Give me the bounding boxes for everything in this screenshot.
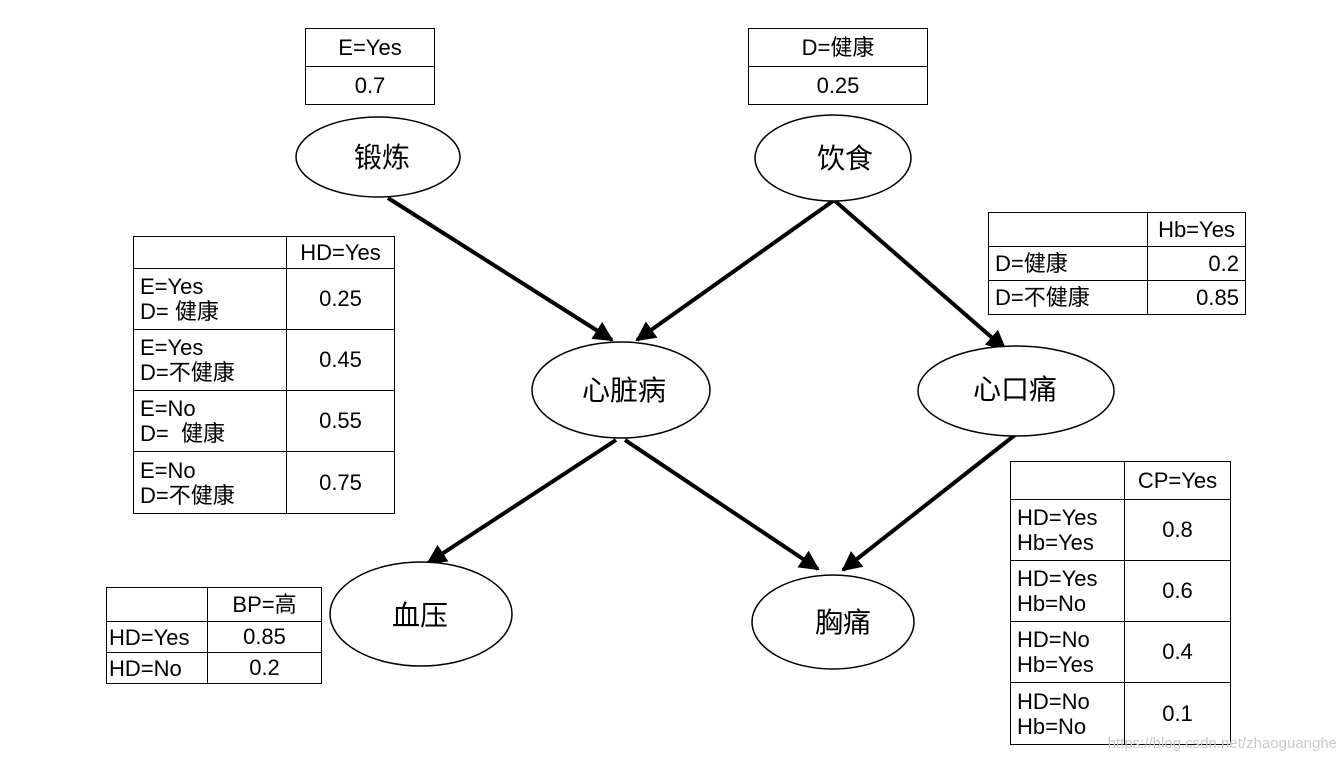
cpt-diet: D=健康 0.25 <box>748 28 928 105</box>
node-heart-disease: 心脏病 <box>531 341 711 439</box>
cpt-exercise: E=Yes 0.7 <box>305 28 435 105</box>
probability-value: 0.85 <box>1147 280 1246 315</box>
cpt-chest-pain-header: CP=Yes <box>1124 461 1231 500</box>
table-row: HD=Yes 0.85 <box>106 621 322 653</box>
condition-line: Hb=No <box>1017 713 1087 739</box>
cpt-chest-pain-corner <box>1010 461 1125 500</box>
condition-cell: HD=No <box>106 652 208 684</box>
cpt-diet-header: D=健康 <box>748 28 928 67</box>
node-heartburn-label: 心口痛 <box>973 373 1057 406</box>
condition-line: E=No <box>140 457 196 483</box>
probability-value: 0.4 <box>1124 621 1231 683</box>
node-exercise: 锻炼 <box>295 116 461 198</box>
node-blood-pressure: 血压 <box>329 561 513 667</box>
edge-diet-to-heart-disease <box>635 199 835 342</box>
condition-line: Hb=Yes <box>1017 530 1094 555</box>
node-diet: 饮食 <box>754 114 912 202</box>
probability-value: 0.45 <box>286 329 395 391</box>
cpt-exercise-value: 0.7 <box>305 66 435 105</box>
condition-line: E=Yes <box>140 335 204 360</box>
condition-line: HD=No <box>1017 688 1090 714</box>
probability-value: 0.2 <box>207 652 322 684</box>
edge-heart-disease-to-blood-pressure <box>426 438 618 565</box>
probability-value: 0.1 <box>1124 682 1231 745</box>
node-heart-disease-label: 心脏病 <box>582 374 666 407</box>
condition-line: D=不健康 <box>140 360 235 385</box>
condition-line: Hb=No <box>1017 591 1087 616</box>
node-chest-pain: 胸痛 <box>751 574 915 670</box>
condition-line: HD=Yes <box>1017 566 1098 591</box>
probability-value: 0.8 <box>1124 499 1231 561</box>
probability-value: 0.6 <box>1124 560 1231 622</box>
condition-line: D=不健康 <box>140 482 235 508</box>
condition-cell: HD=Yes <box>106 621 208 653</box>
probability-value: 0.55 <box>286 390 395 452</box>
table-row: HD=No 0.2 <box>106 652 322 684</box>
node-exercise-label: 锻炼 <box>354 141 410 174</box>
probability-value: 0.2 <box>1147 246 1246 281</box>
condition-cell: D=健康 <box>988 246 1148 281</box>
condition-cell: D=不健康 <box>988 280 1148 315</box>
cpt-heartburn-header: Hb=Yes <box>1147 212 1246 247</box>
condition-line: E=Yes <box>140 274 204 299</box>
cpt-blood-pressure: BP=高 HD=Yes 0.85 HD=No 0.2 <box>106 587 322 684</box>
node-diet-label: 饮食 <box>817 142 873 175</box>
edge-heartburn-to-chest-pain <box>841 433 1017 572</box>
edge-exercise-to-heart-disease <box>386 196 614 342</box>
cpt-diet-value: 0.25 <box>748 66 928 105</box>
cpt-heart-disease-corner <box>133 236 287 269</box>
condition-line: Hb=Yes <box>1017 652 1094 677</box>
probability-value: 0.75 <box>286 451 395 514</box>
condition-line: HD=Yes <box>1017 505 1098 530</box>
probability-value: 0.85 <box>207 621 322 653</box>
watermark: https://blog.csdn.net/zhaoguanghe <box>1107 735 1337 752</box>
condition-line: D= 健康 <box>140 299 219 324</box>
table-row: D=健康 0.2 <box>988 246 1246 281</box>
node-blood-pressure-label: 血压 <box>392 599 448 632</box>
condition-line: E=No <box>140 396 196 421</box>
node-chest-pain-label: 胸痛 <box>815 606 871 639</box>
table-row: D=不健康 0.85 <box>988 280 1246 315</box>
cpt-heartburn-corner <box>988 212 1148 247</box>
cpt-blood-pressure-corner <box>106 587 208 622</box>
condition-line: HD=No <box>1017 627 1090 652</box>
edge-diet-to-heartburn <box>833 199 1007 351</box>
cpt-exercise-header: E=Yes <box>305 28 435 67</box>
probability-value: 0.25 <box>286 268 395 330</box>
cpt-heart-disease-header: HD=Yes <box>286 236 395 269</box>
edge-heart-disease-to-chest-pain <box>623 438 820 571</box>
cpt-heartburn: Hb=Yes D=健康 0.2 D=不健康 0.85 <box>988 212 1246 315</box>
node-heartburn: 心口痛 <box>917 345 1115 437</box>
cpt-blood-pressure-header: BP=高 <box>207 587 322 622</box>
condition-line: D= 健康 <box>140 421 225 446</box>
